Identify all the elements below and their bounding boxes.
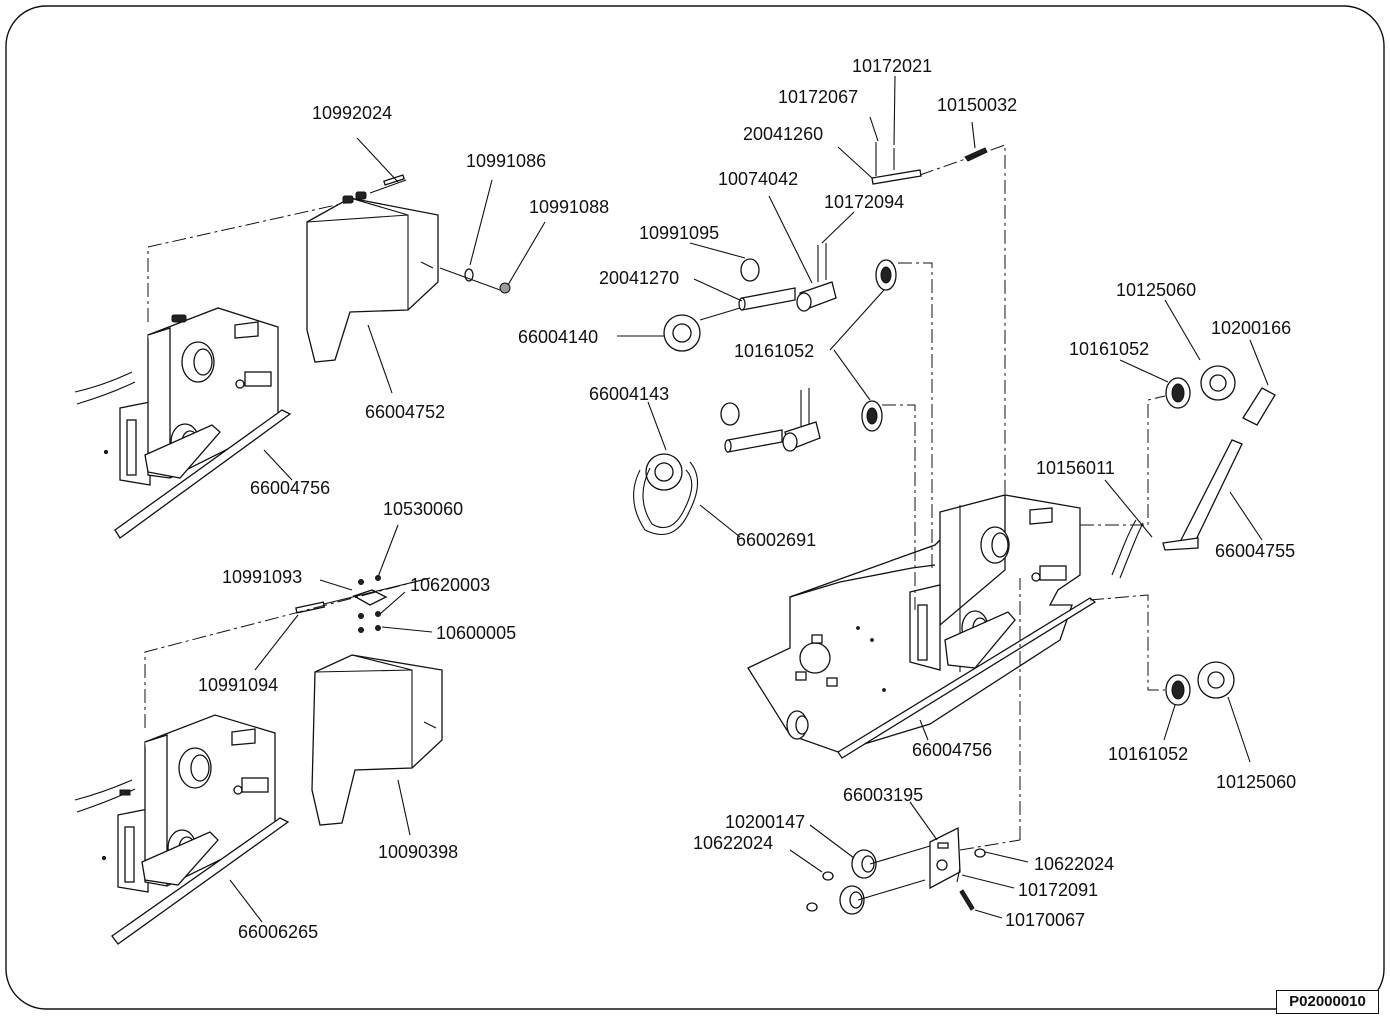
pin-and-spring-parts [871,142,988,185]
idler-roller-assembly [806,826,986,915]
shaft-assembly-lower [633,388,883,535]
shaft-assembly-upper [663,243,897,352]
callout-10170067: 10170067 [1005,910,1085,930]
callout-10161052-bottom: 10161052 [1108,744,1188,764]
callout-10991088: 10991088 [529,197,609,217]
main-frame-right [747,494,1097,759]
callout-labels: 10992024 10991086 10991088 66004752 6600… [198,56,1296,942]
callout-10992024: 10992024 [312,103,392,123]
side-cover-top [306,174,439,363]
callout-10991095: 10991095 [639,223,719,243]
bearing-sprocket-right [1165,365,1236,706]
callout-10991093: 10991093 [222,567,302,587]
callout-10125060-bottom: 10125060 [1216,772,1296,792]
callout-66004755: 66004755 [1215,541,1295,561]
callout-10622024-right: 10622024 [1034,854,1114,874]
sheet-border [5,5,1385,1010]
callout-66006265: 66006265 [238,922,318,942]
callout-10991086: 10991086 [466,151,546,171]
callout-10172021: 10172021 [852,56,932,76]
leader-lines [229,75,1269,923]
callout-20041260: 20041260 [743,124,823,144]
callout-10150032: 10150032 [937,95,1017,115]
callout-10156011: 10156011 [1036,458,1115,478]
tension-arm-and-spring [1111,387,1276,579]
frame-assembly-bottom-left [74,714,290,945]
callout-10161052-mid: 10161052 [734,341,814,361]
callout-10172091: 10172091 [1018,880,1098,900]
callout-66004756-left: 66004756 [250,478,330,498]
callout-10620003: 10620003 [410,575,490,595]
callout-10172067: 10172067 [778,87,858,107]
callout-66004143: 66004143 [589,384,669,404]
side-cover-bottom [311,654,443,826]
callout-10090398: 10090398 [378,842,458,862]
callout-10172094: 10172094 [824,192,904,212]
callout-10125060-top: 10125060 [1116,280,1196,300]
assembly-dash-lines [144,144,1166,851]
hinge-clamp-parts [295,575,431,633]
callout-66003195: 66003195 [843,785,923,805]
callout-66004140: 66004140 [518,327,598,347]
frame-assembly-top-left [74,307,292,539]
callout-10622024-left: 10622024 [693,833,773,853]
callout-10530060: 10530060 [383,499,463,519]
drawing-number-box: P02000010 [1276,990,1379,1014]
callout-66004752: 66004752 [365,402,445,422]
callout-10161052-top: 10161052 [1069,339,1149,359]
callout-10991094: 10991094 [198,675,278,695]
callout-20041270: 20041270 [599,268,679,288]
callout-10200166: 10200166 [1211,318,1291,338]
callout-66004756-right: 66004756 [912,740,992,760]
callout-10200147: 10200147 [725,812,805,832]
cover-fasteners-top [439,267,511,294]
callout-66002691: 66002691 [736,530,816,550]
callout-10600005: 10600005 [436,623,516,643]
callout-10074042: 10074042 [718,169,798,189]
